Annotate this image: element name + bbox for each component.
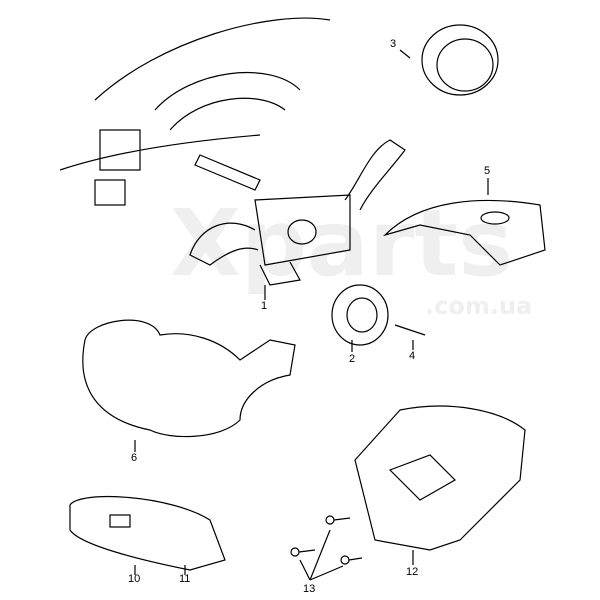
part-1-combination-switch <box>189 139 406 300</box>
part-3-ring <box>399 24 499 96</box>
watermark: Xparts <box>170 190 513 297</box>
part-6-lower-shroud <box>82 319 296 452</box>
callout-4: 4 <box>409 350 416 362</box>
watermark-domain: .com.ua <box>425 292 533 320</box>
callout-10: 10 <box>128 573 141 585</box>
part-2-clock-spring <box>331 284 389 352</box>
part-12-trim-cover <box>354 405 526 565</box>
callout-5: 5 <box>484 165 491 177</box>
callout-3: 3 <box>390 38 397 50</box>
callout-6: 6 <box>131 452 138 464</box>
part-4-pin <box>394 324 426 350</box>
callout-11: 11 <box>179 573 191 585</box>
callout-12: 12 <box>406 566 419 578</box>
part-5-upper-shroud <box>382 178 546 266</box>
callout-2: 2 <box>349 353 356 365</box>
part-10-11-switch-panel <box>69 495 226 575</box>
callout-1: 1 <box>261 300 268 312</box>
callout-13: 13 <box>303 583 316 595</box>
part-13-screws <box>290 515 363 581</box>
dashboard-outline <box>59 17 331 206</box>
